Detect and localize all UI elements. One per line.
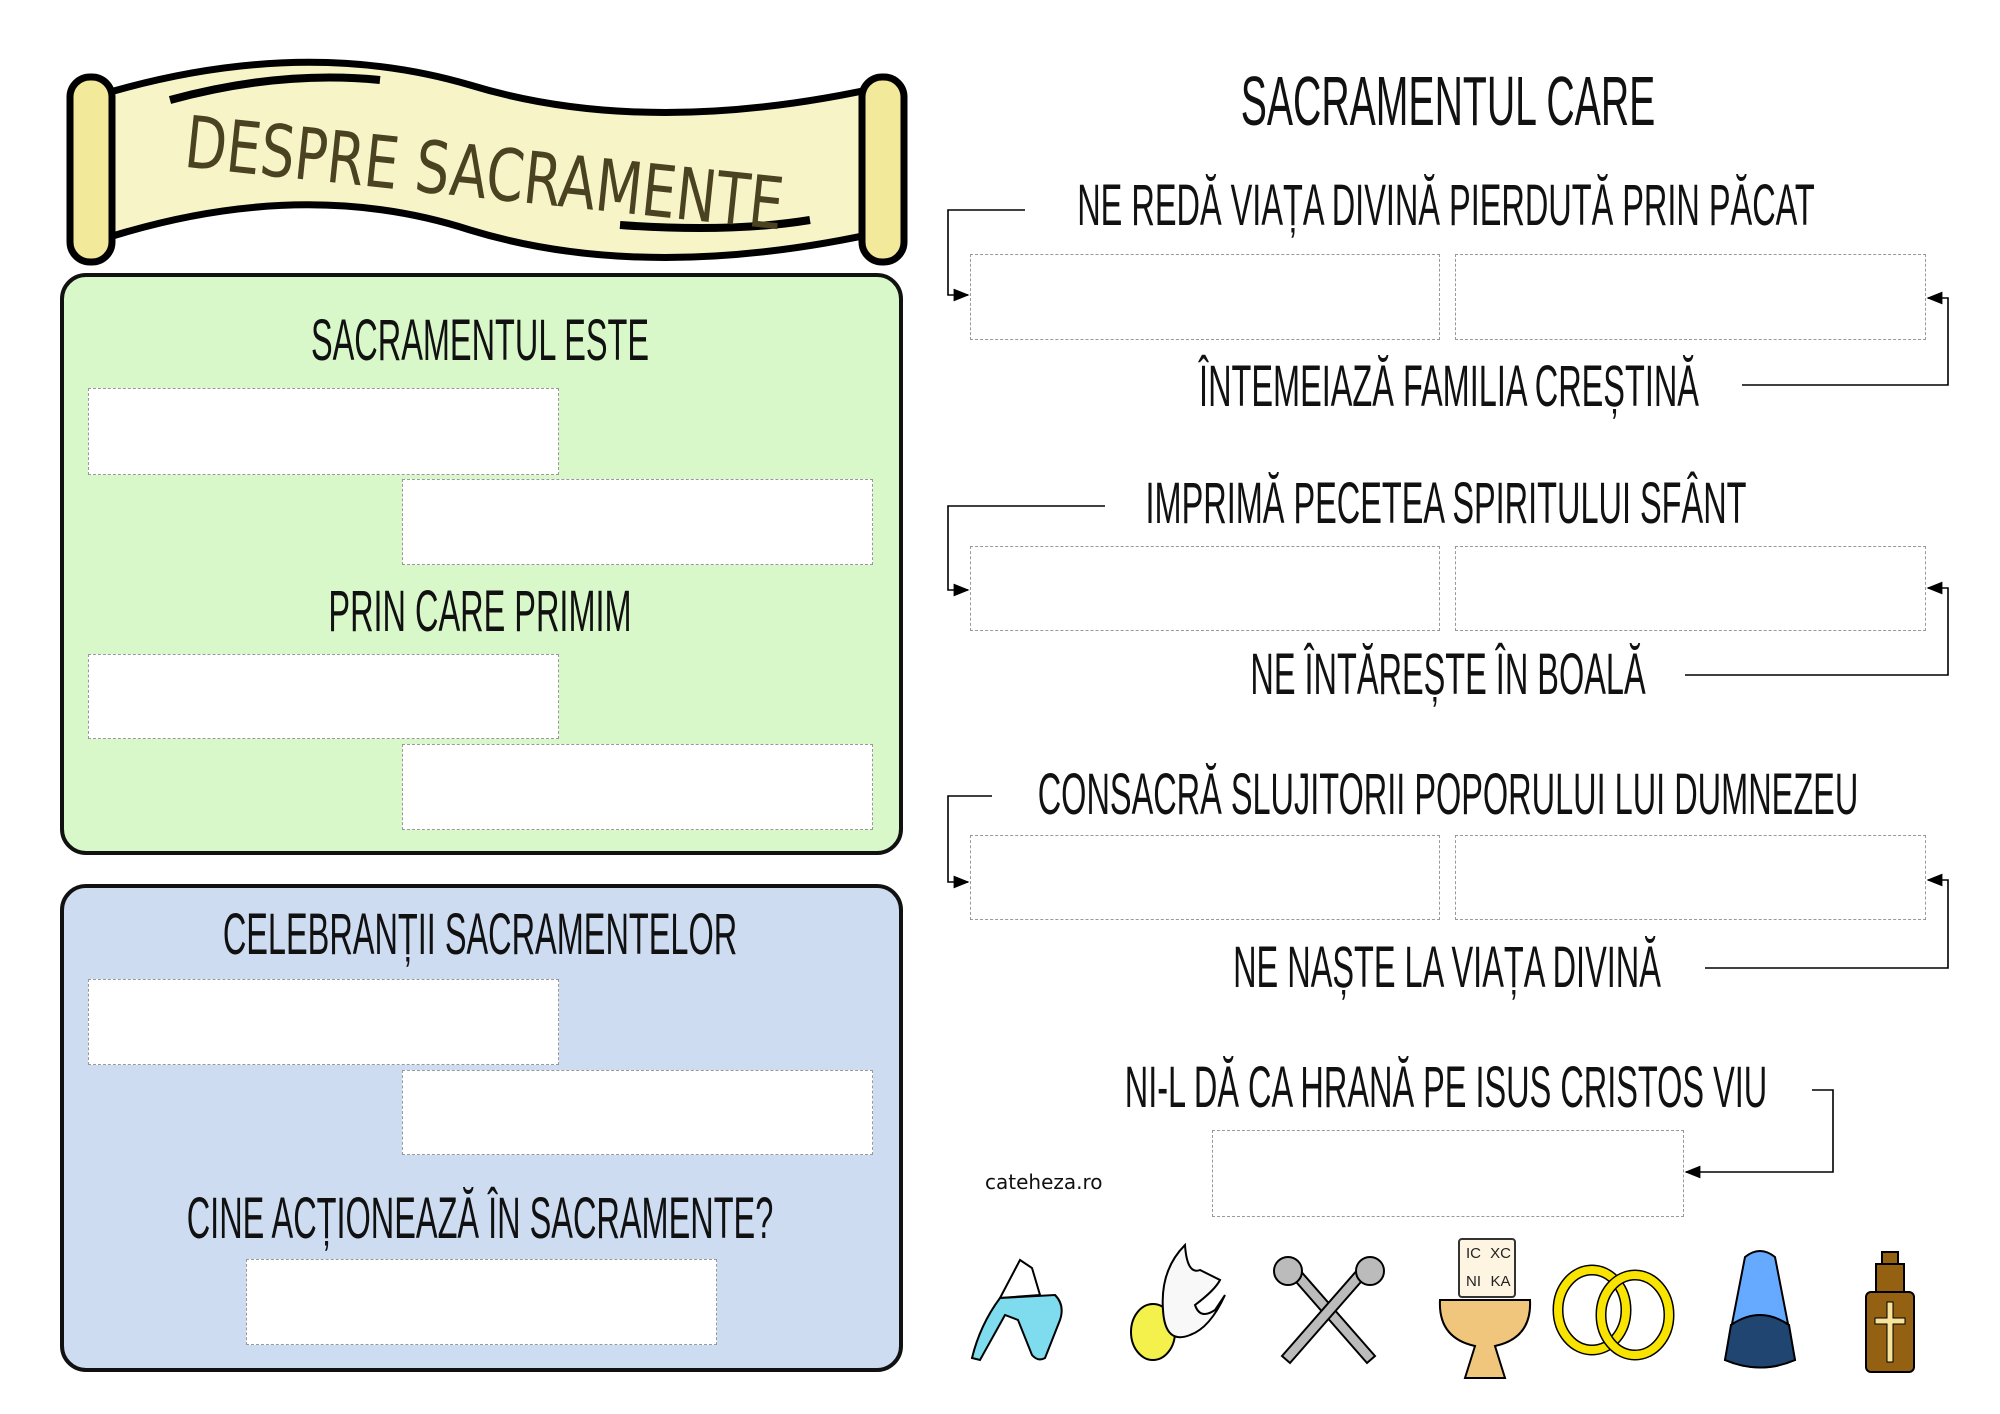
answer-box[interactable] xyxy=(1212,1130,1684,1217)
site-credit: cateheza.ro xyxy=(985,1170,1103,1194)
water-jug-icon xyxy=(970,1258,1063,1362)
answer-box[interactable] xyxy=(402,1070,873,1155)
answer-box[interactable] xyxy=(970,546,1440,631)
panel-heading: SACRAMENTUL ESTE xyxy=(310,308,650,373)
scroll-icon xyxy=(66,58,908,266)
row-label: IMPRIMĂ PECETEA SPIRITULUI SFÂNT xyxy=(1145,471,1747,536)
right-title: SACRAMENTUL CARE xyxy=(1240,62,1656,140)
chalice-letter: KA xyxy=(1490,1273,1511,1290)
oil-bottle-icon xyxy=(1865,1251,1915,1373)
answer-box[interactable] xyxy=(1455,546,1926,631)
row-label: NE REDĂ VIAȚA DIVINĂ PIERDUTĂ PRIN PĂCAT xyxy=(1077,173,1815,238)
row-label: CONSACRĂ SLUJITORII POPORULUI LUI DUMNEZ… xyxy=(1037,762,1859,827)
answer-box[interactable] xyxy=(246,1259,717,1345)
answer-box[interactable] xyxy=(402,479,873,565)
answer-box[interactable] xyxy=(970,835,1440,920)
row-label: NE NAȘTE LA VIAȚA DIVINĂ xyxy=(1233,935,1661,1000)
panel-heading: CINE ACȚIONEAZĂ ÎN SACRAMENTE? xyxy=(186,1186,774,1251)
chalice-letter: NI xyxy=(1466,1273,1481,1290)
chalice-letter: XC xyxy=(1490,1245,1511,1262)
chalice-icon: IC XC NI KA xyxy=(1420,1238,1550,1383)
chalice-letter: IC xyxy=(1466,1245,1481,1262)
vestment-icon xyxy=(1723,1250,1797,1369)
dove-icon xyxy=(1130,1242,1226,1361)
answer-box[interactable] xyxy=(402,744,873,830)
row-label: ÎNTEMEIAZĂ FAMILIA CREȘTINĂ xyxy=(1199,354,1699,419)
answer-box[interactable] xyxy=(1455,254,1926,340)
answer-box[interactable] xyxy=(88,388,559,475)
wedding-rings-icon xyxy=(1552,1264,1675,1361)
answer-box[interactable] xyxy=(88,654,559,739)
answer-box[interactable] xyxy=(1455,835,1926,920)
panel-heading: CELEBRANȚII SACRAMENTELOR xyxy=(222,902,738,967)
panel-heading: PRIN CARE PRIMIM xyxy=(328,579,632,644)
row-label: NI-L DĂ CA HRANĂ PE ISUS CRISTOS VIU xyxy=(1124,1055,1768,1120)
answer-box[interactable] xyxy=(970,254,1440,340)
crossed-keys-icon xyxy=(1273,1256,1385,1365)
row-label: NE ÎNTĂREȘTE ÎN BOALĂ xyxy=(1250,642,1646,707)
answer-box[interactable] xyxy=(88,979,559,1065)
